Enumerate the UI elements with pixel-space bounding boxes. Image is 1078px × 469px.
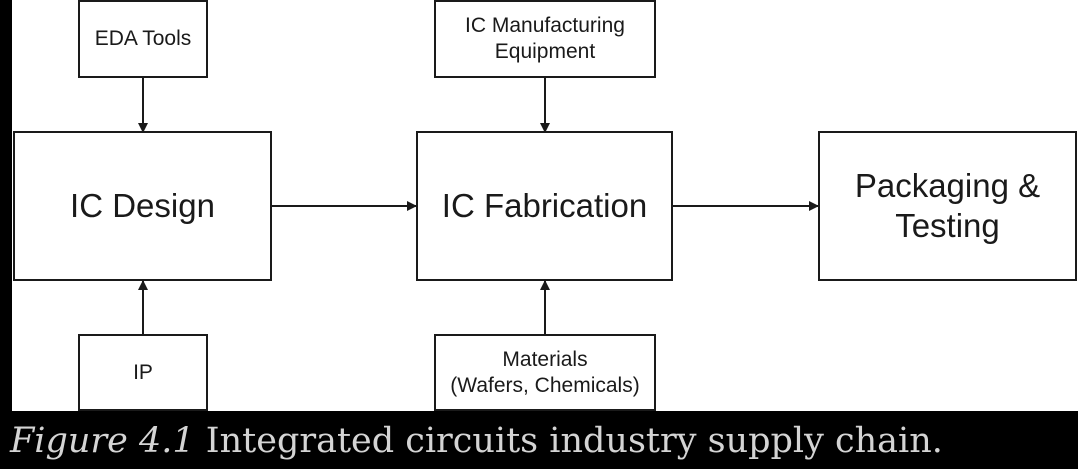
node-ic-design-label: IC Design [70, 187, 215, 224]
node-eda-tools: EDA Tools [78, 0, 208, 78]
node-materials-label: Materials (Wafers, Chemicals) [450, 347, 640, 397]
figure-label: Figure 4.1 [10, 421, 195, 461]
node-ip-label: IP [133, 360, 153, 384]
node-packaging-testing-label: Packaging & Testing [854, 167, 1041, 244]
node-ic-fabrication-label: IC Fabrication [441, 187, 648, 224]
node-ic-manufacturing-equipment-label: IC Manufacturing Equipment [465, 14, 625, 63]
node-ic-manufacturing-equipment: IC Manufacturing Equipment [434, 0, 656, 78]
arrow-layer [138, 77, 819, 335]
node-materials: Materials (Wafers, Chemicals) [434, 334, 656, 411]
supply-chain-diagram: EDA Tools IC Manufacturing Equipment IC … [12, 0, 1078, 411]
node-packaging-testing: Packaging & Testing [818, 131, 1077, 281]
node-eda-tools-label: EDA Tools [94, 27, 192, 50]
caption-text: Integrated circuits industry supply chai… [205, 421, 943, 461]
node-ip: IP [78, 334, 208, 411]
node-ic-design: IC Design [13, 131, 272, 281]
node-ic-fabrication: IC Fabrication [416, 131, 673, 281]
figure-caption: Figure 4.1 Integrated circuits industry … [10, 416, 943, 466]
